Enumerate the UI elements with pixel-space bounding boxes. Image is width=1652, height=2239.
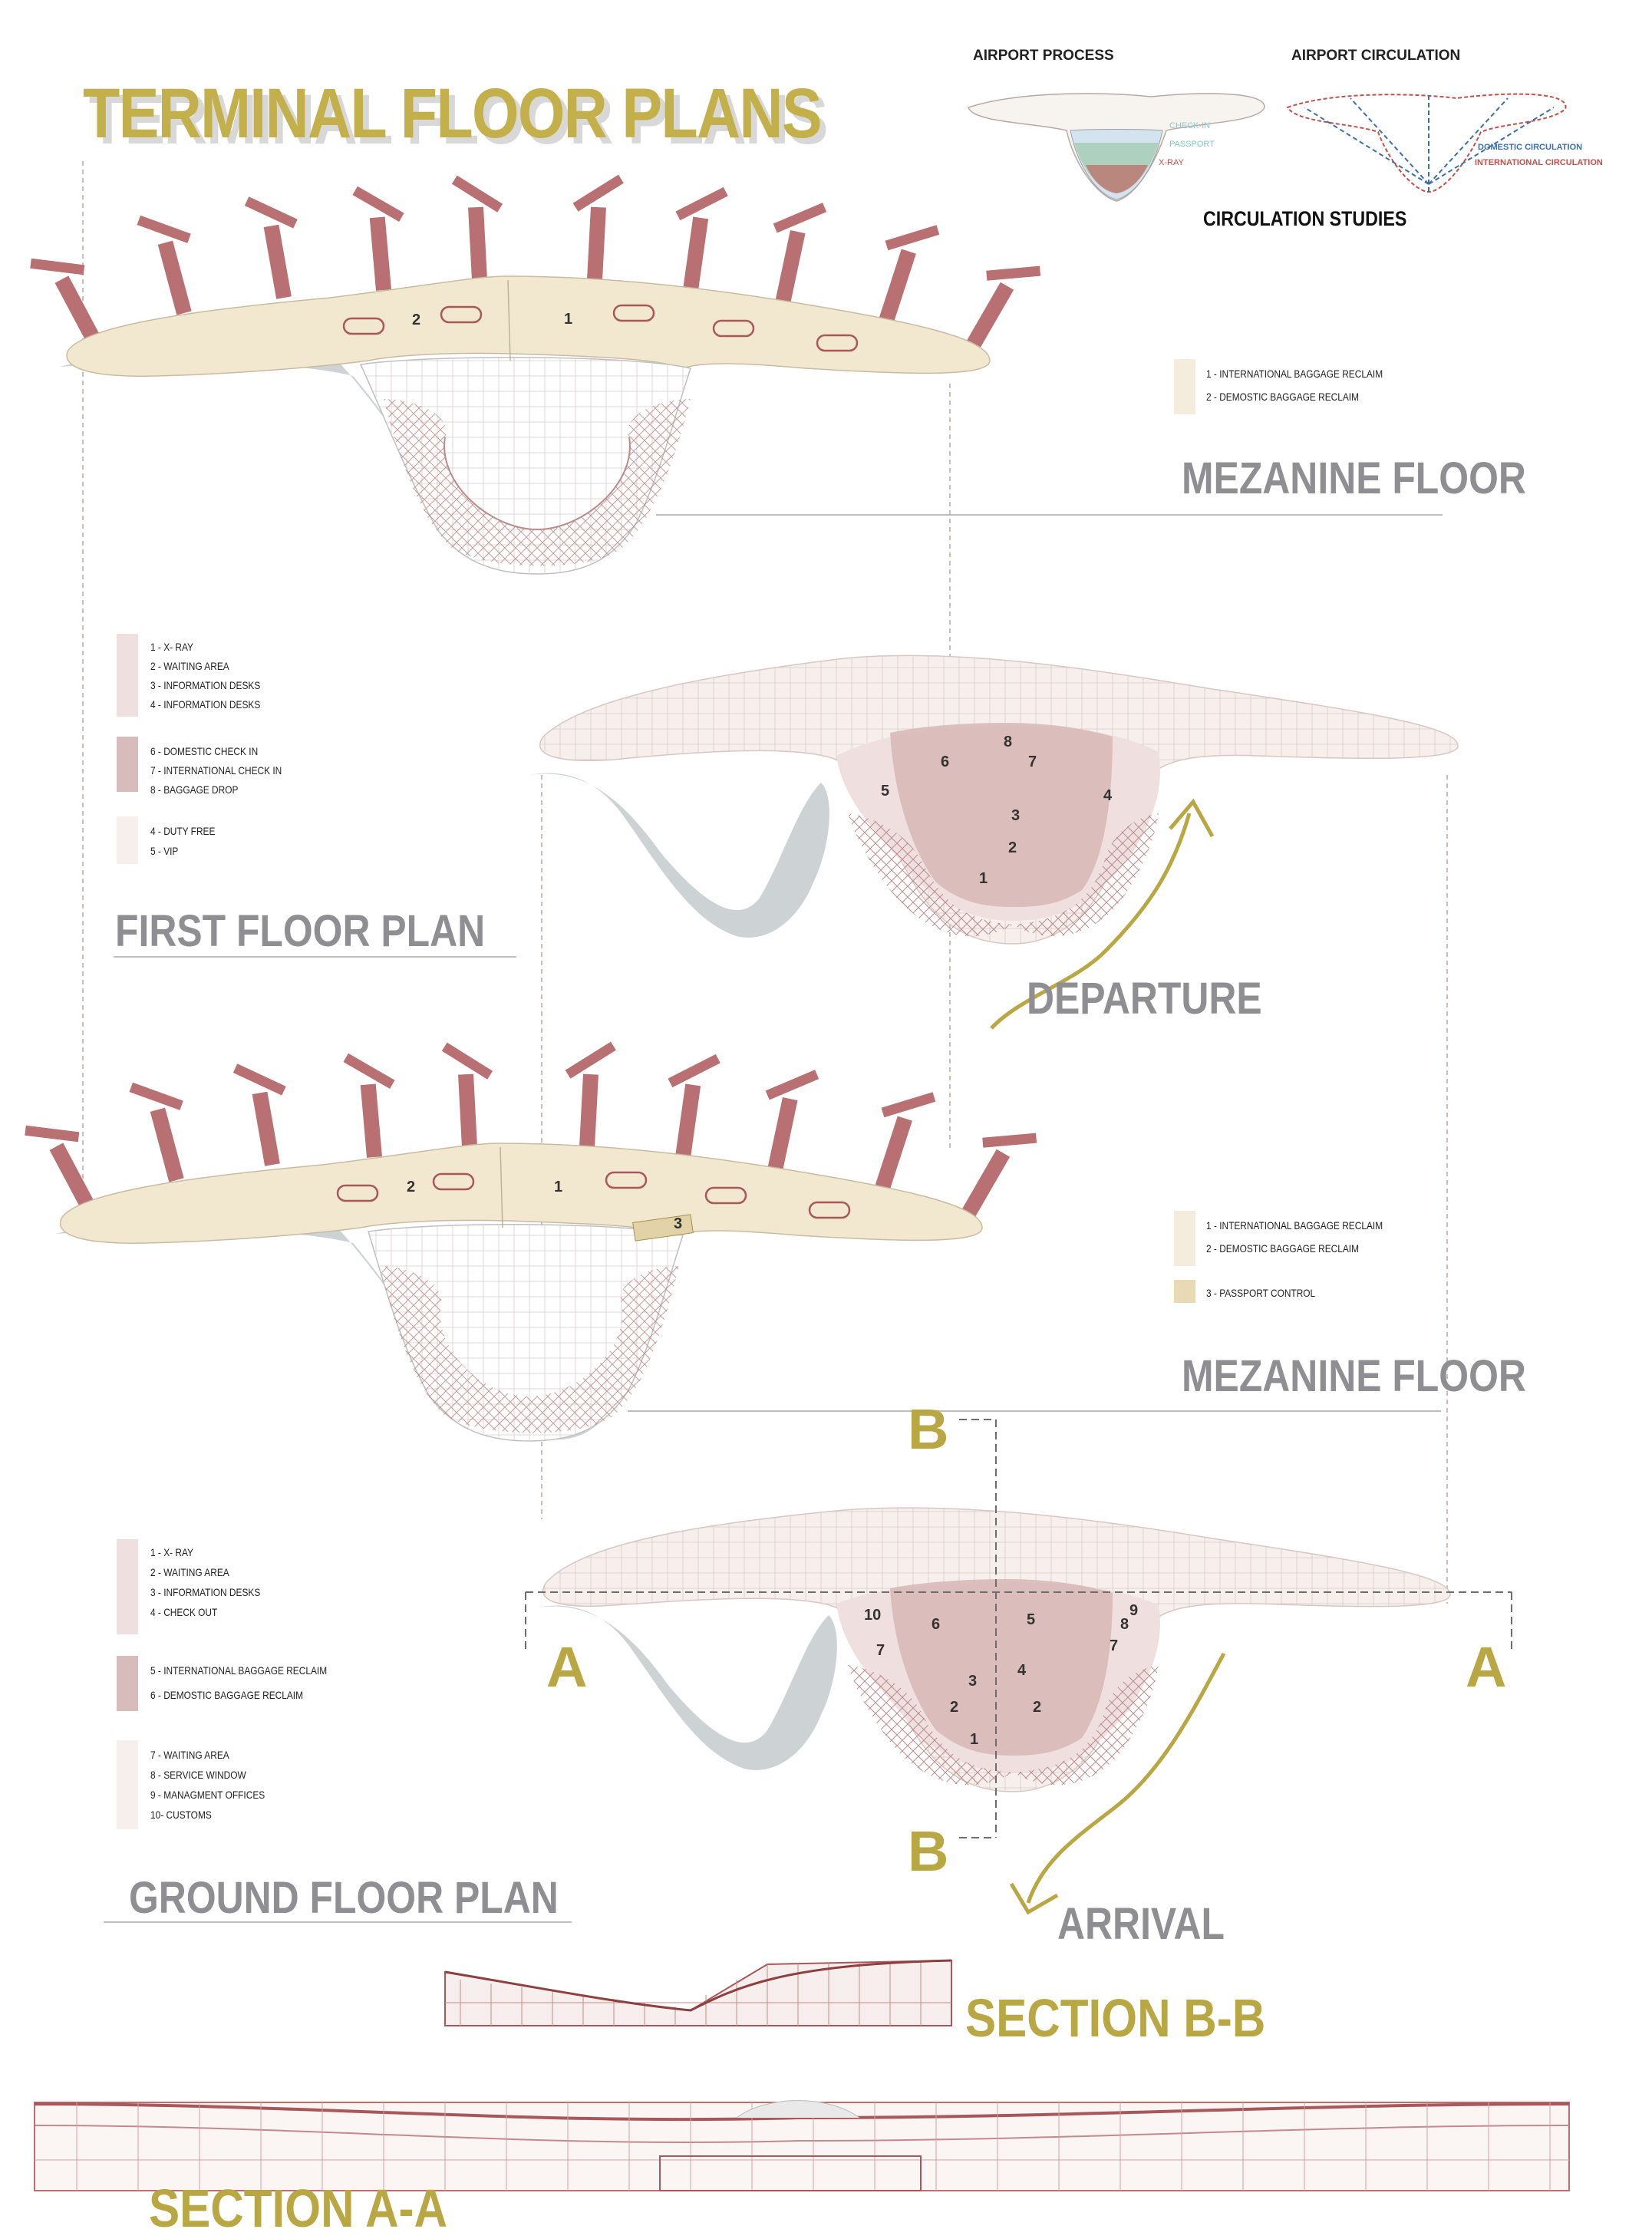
legend-item: 4 - CHECK OUT [150,1606,218,1618]
checkin-label: CHECK-IN [1169,121,1211,130]
legend-item: 2 - WAITING AREA [150,1566,229,1578]
plan-label: 1 [970,1731,979,1748]
passport-label: PASSPORT [1169,140,1215,149]
legend-item: 8 - SERVICE WINDOW [150,1769,246,1781]
plan-label: 3 [674,1215,683,1232]
mezzanine-lower-plan [25,1041,1037,1442]
plan-label: 7 [1028,753,1037,770]
page-title: TERMINAL FLOOR PLANS [83,74,823,153]
plan-label: 4 [1017,1662,1027,1679]
title-rule [104,1921,572,1923]
departure-arrow [990,813,1192,1030]
first-floor-plan [529,655,1459,945]
legend-item: 1 - INTERNATIONAL BAGGAGE RECLAIM [1206,368,1383,380]
mezzanine-lower-title: MEZANINE FLOOR [1182,1351,1526,1401]
plan-label: 8 [1004,734,1013,750]
legend-item: 2 - DEMOSTIC BAGGAGE RECLAIM [1206,391,1360,403]
plan-label: 3 [968,1673,978,1690]
ground-floor-plan [537,1507,1451,1792]
legend-swatch [117,634,138,717]
plan-label: 2 [412,312,421,328]
mezzanine-upper-title: MEZANINE FLOOR [1182,453,1526,503]
arrival-arrow [1026,1652,1226,1904]
legend-item: 6 - DEMOSTIC BAGGAGE RECLAIM [150,1689,304,1701]
plan-label: 2 [1008,839,1017,856]
plan-label: 1 [979,870,988,887]
arrival-label: ARRIVAL [1057,1899,1225,1949]
section-aa-title: SECTION A-A [149,2178,448,2238]
first-floor-title: FIRST FLOOR PLAN [115,906,486,956]
legend-swatch [1174,359,1195,414]
title-rule [628,1410,1441,1412]
legend-item: 3 - INFORMATION DESKS [150,679,261,691]
airport-process-heading: AIRPORT PROCESS [973,48,1114,64]
plan-label: 6 [941,753,950,770]
legend-item: 3 - INFORMATION DESKS [150,1586,261,1598]
plan-label: 9 [1129,1602,1139,1619]
section-aa-drawing [34,2100,1570,2191]
plan-label: 4 [1103,787,1113,804]
legend-swatch [117,1740,138,1829]
title-rule [656,514,1443,516]
plan-label: 2 [1033,1699,1042,1716]
legend-item: 7 - WAITING AREA [150,1749,229,1761]
legend-item: 6 - DOMESTIC CHECK IN [150,745,259,757]
process-diagram [968,93,1265,202]
legend-item: 5 - VIP [150,845,179,857]
plan-label: 5 [881,783,890,800]
boarding-piers [30,174,1041,353]
plan-label: 6 [932,1616,941,1633]
plan-label: 7 [1110,1637,1119,1654]
plan-label: 7 [876,1642,885,1659]
legend-item: 4 - DUTY FREE [150,825,216,837]
circulation-studies-title: CIRCULATION STUDIES [1203,207,1407,230]
section-marker-a-left: A [546,1635,588,1699]
plan-label: 1 [554,1179,563,1195]
international-circulation-label: INTERNATIONAL CIRCULATION [1475,158,1603,167]
title-rule [114,956,516,958]
legend-item: 5 - INTERNATIONAL BAGGAGE RECLAIM [150,1664,328,1677]
airport-circulation-heading: AIRPORT CIRCULATION [1291,48,1461,64]
plan-label: 10 [864,1607,882,1624]
departure-label: DEPARTURE [1027,974,1262,1024]
legend-item: 9 - MANAGMENT OFFICES [150,1789,265,1801]
legend-swatch [117,816,138,864]
legend-swatch [1174,1280,1195,1303]
plan-label: 3 [1011,807,1021,824]
legend-item: 3 - PASSPORT CONTROL [1206,1287,1316,1299]
legend-item: 4 - INFORMATION DESKS [150,698,261,711]
plan-label: 2 [407,1179,416,1195]
mezzanine-upper-plan [30,174,1041,575]
plan-label: 8 [1120,1616,1129,1633]
legend-item: 2 - DEMOSTIC BAGGAGE RECLAIM [1206,1242,1360,1255]
xray-label: X-RAY [1159,158,1184,167]
plan-label: 1 [564,311,573,328]
section-bb-drawing [444,1959,952,2026]
legend-item: 7 - INTERNATIONAL CHECK IN [150,764,282,777]
legend-item: 1 - INTERNATIONAL BAGGAGE RECLAIM [1206,1219,1383,1232]
legend-swatch [117,1539,138,1634]
legend-item: 10- CUSTOMS [150,1809,212,1821]
section-bb-title: SECTION B-B [965,1988,1266,2048]
ground-floor-title: GROUND FLOOR PLAN [129,1873,559,1923]
plan-label: 5 [1027,1611,1036,1628]
section-cut-lines [525,1419,1512,1838]
legend-item: 1 - X- RAY [150,641,193,653]
section-marker-b-top: B [908,1397,949,1461]
section-marker-b-bottom: B [908,1819,949,1883]
legend-item: 2 - WAITING AREA [150,660,229,672]
section-marker-a-right: A [1466,1635,1507,1699]
legend-swatch [1174,1211,1195,1266]
plan-label: 2 [950,1699,959,1716]
legend-item: 1 - X- RAY [150,1546,193,1558]
circulation-diagram [1286,92,1567,193]
domestic-circulation-label: DOMESTIC CIRCULATION [1478,143,1583,152]
legend-item: 8 - BAGGAGE DROP [150,783,239,796]
legend-swatch [117,1656,138,1711]
legend-swatch [117,737,138,792]
